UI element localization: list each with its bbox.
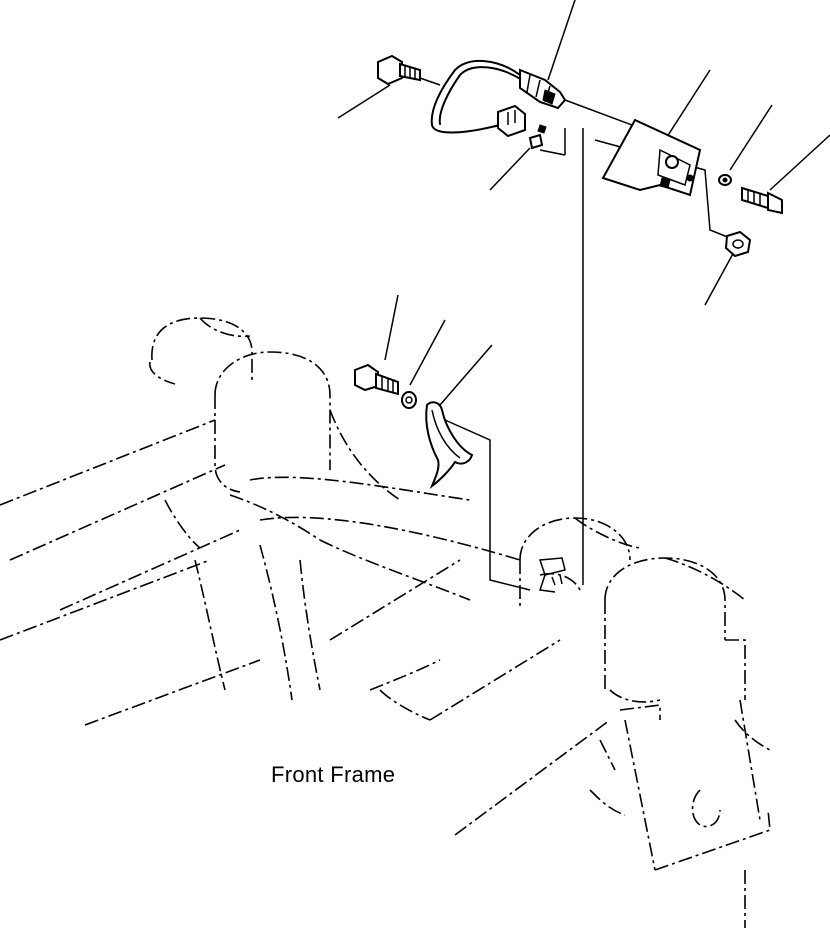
washer-right [718,174,732,186]
bolt-middle [354,363,399,396]
bracket-drawing [601,118,702,197]
nut-right [724,230,752,258]
front-frame-outline [0,317,771,928]
bolt-right [741,186,783,215]
cam-plate-drawing [425,401,474,489]
switch-assembly-drawing [430,59,567,150]
bolt-top-left [377,54,421,86]
front-frame-label: Front Frame [271,762,396,787]
washer-middle [401,391,417,409]
clip-on-boss [538,557,566,593]
callout-leaders [337,0,830,406]
